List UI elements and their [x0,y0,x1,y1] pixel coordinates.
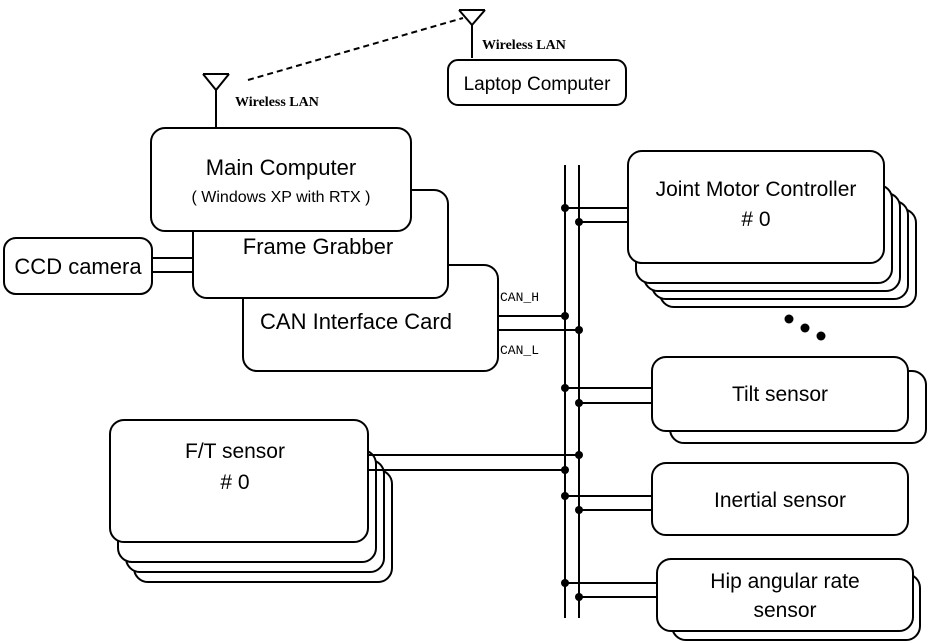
ft-sensor-stack: F/T sensor # 0 [109,419,393,583]
ft-sensor-bus-wires [368,451,583,474]
frame-grabber-label: Frame Grabber [243,234,393,259]
tilt-sensor-label: Tilt sensor [732,383,828,406]
main-computer-subtitle: ( Windows XP with RTX ) [191,189,370,206]
can-card-bus-wires [498,312,583,334]
laptop-label: Laptop Computer [464,74,611,95]
tilt-sensor-bus-wires [561,384,652,407]
main-antenna-icon [202,73,230,128]
joint-motor-label-line2: # 0 [741,208,770,231]
ft-sensor-label-line1: F/T sensor [185,440,285,463]
inertial-sensor-bus-wires [561,492,652,514]
laptop-computer-box: Laptop Computer [447,59,627,106]
joint-motor-label-line1: Joint Motor Controller [656,178,857,201]
wireless-link [247,17,464,81]
main-wireless-label: Wireless LAN [235,95,319,110]
main-computer-title: Main Computer [206,155,356,180]
inertial-sensor-box: Inertial sensor [651,462,909,536]
ft-sensor-label-line2: # 0 [220,471,249,494]
hip-sensor-label-line2: sensor [753,599,816,622]
ccd-to-frame-grabber-wires [152,257,193,273]
continuation-dots [784,314,826,341]
laptop-antenna-icon [458,9,486,58]
can-h-label: CAN_H [500,290,539,305]
hip-angular-rate-sensor-box: Hip angular rate sensor [656,558,921,641]
can-l-label: CAN_L [500,343,539,358]
tilt-sensor-box: Tilt sensor [651,356,927,444]
joint-motor-bus-wires [561,204,628,226]
laptop-wireless-label: Wireless LAN [482,38,566,53]
main-computer-box: Main Computer ( Windows XP with RTX ) [150,127,412,232]
hip-sensor-bus-wires [561,579,657,601]
dashed-link-line [247,17,464,81]
joint-motor-controller-stack: Joint Motor Controller # 0 [627,150,917,308]
hip-sensor-label-line1: Hip angular rate [710,570,859,593]
ccd-camera-label: CCD camera [14,254,142,279]
can-bus [564,165,580,618]
can-card-label: CAN Interface Card [260,309,452,334]
ccd-camera-box: CCD camera [3,237,153,295]
inertial-sensor-label: Inertial sensor [714,489,846,512]
